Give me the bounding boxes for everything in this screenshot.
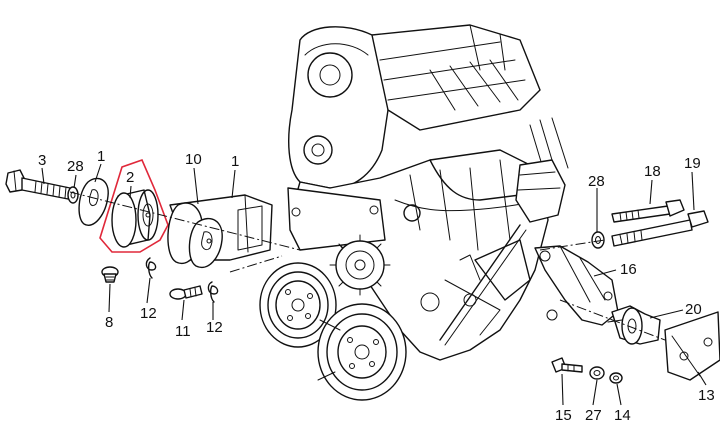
center-line-right-top bbox=[539, 239, 606, 251]
callout-18: 18 bbox=[644, 163, 661, 180]
callout-27: 27 bbox=[585, 407, 602, 424]
plate-1-right bbox=[188, 217, 223, 269]
clip-12-left bbox=[145, 257, 157, 279]
callout-16: 16 bbox=[620, 261, 637, 278]
callout-1-right: 1 bbox=[231, 153, 239, 170]
washer-14 bbox=[609, 372, 623, 384]
callout-8: 8 bbox=[105, 314, 113, 331]
center-line-mid bbox=[229, 255, 283, 273]
bracket-13 bbox=[664, 311, 720, 381]
bracket-16 bbox=[534, 245, 619, 326]
callout-13: 13 bbox=[698, 387, 715, 404]
bolt-8 bbox=[101, 266, 119, 283]
callout-10: 10 bbox=[185, 151, 202, 168]
callout-11: 11 bbox=[175, 323, 191, 340]
callout-12-left: 12 bbox=[140, 305, 157, 322]
washer-27 bbox=[589, 366, 605, 380]
timing-gear bbox=[329, 234, 391, 296]
callout-2: 2 bbox=[126, 169, 134, 186]
callout-28-left: 28 bbox=[67, 158, 84, 175]
callout-labels: 3 28 1 2 10 1 8 12 11 12 18 19 28 16 20 … bbox=[38, 148, 715, 424]
engine-block bbox=[259, 24, 569, 401]
bolt-18 bbox=[611, 199, 685, 223]
callout-12-right: 12 bbox=[206, 319, 223, 336]
washer-28-left bbox=[67, 186, 79, 204]
rubber-mount-20 bbox=[607, 305, 661, 345]
callout-14: 14 bbox=[614, 407, 631, 424]
bolt-15 bbox=[551, 357, 583, 373]
callout-15: 15 bbox=[555, 407, 572, 424]
callout-20: 20 bbox=[685, 301, 702, 318]
leader-lines bbox=[41, 163, 707, 406]
callout-1-left: 1 bbox=[97, 148, 105, 165]
clip-12-right bbox=[207, 281, 219, 303]
bolt-3 bbox=[5, 169, 71, 200]
plate-1-left bbox=[78, 177, 109, 226]
bolt-19 bbox=[611, 210, 709, 247]
rubber-mount-2 bbox=[111, 189, 159, 248]
callout-28-right: 28 bbox=[588, 173, 605, 190]
callout-3: 3 bbox=[38, 152, 46, 169]
washer-28-right bbox=[591, 231, 605, 249]
callout-19: 19 bbox=[684, 155, 701, 172]
lower-pulley bbox=[317, 303, 407, 401]
center-line-right-bottom bbox=[559, 299, 666, 341]
crank-pulley bbox=[259, 262, 337, 348]
center-line-left bbox=[69, 191, 301, 251]
highlight-outline-part-2 bbox=[99, 158, 169, 253]
bolt-11 bbox=[169, 285, 203, 300]
